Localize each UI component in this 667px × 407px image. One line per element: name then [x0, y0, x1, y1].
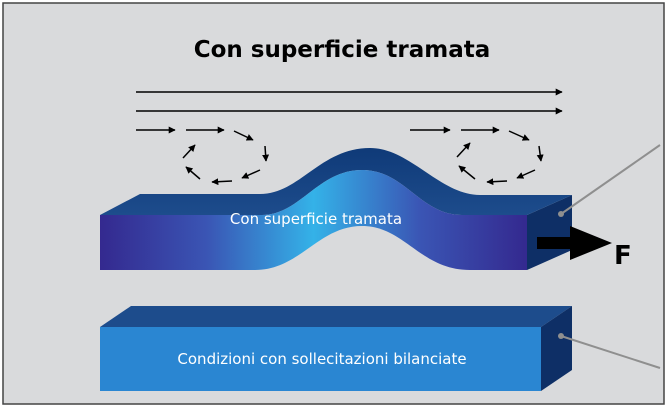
vortex-arrow	[185, 166, 201, 180]
vortex-arrow	[456, 142, 471, 158]
vortex-arrow	[516, 169, 536, 179]
textured-slab-label: Con superficie tramata	[230, 210, 402, 228]
left-vortex-arrows	[136, 126, 270, 186]
force-arrow-head	[570, 226, 612, 260]
textured-slab-top	[100, 148, 572, 215]
leader-dot-textured	[558, 211, 564, 217]
balanced-slab-label: Condizioni con sollecitazioni bilanciate	[177, 350, 466, 368]
vortex-arrow	[486, 178, 508, 186]
leader-lines	[558, 144, 661, 369]
balanced-slab-top	[100, 306, 572, 327]
force-arrow-shaft	[537, 237, 575, 249]
leader-dot-balanced	[558, 333, 564, 339]
right-vortex-arrows	[410, 126, 544, 186]
balanced-slab: Condizioni con sollecitazioni bilanciate	[100, 306, 572, 391]
diagram-title: Con superficie tramata	[194, 37, 491, 63]
vortex-arrow	[262, 145, 270, 162]
leader-line-textured	[560, 144, 661, 215]
force-arrow: F	[537, 226, 632, 271]
flow-lines	[136, 88, 563, 115]
vortex-arrow	[536, 145, 544, 162]
leader-line-balanced	[560, 335, 661, 369]
vortex-arrow	[182, 144, 196, 159]
force-label: F	[614, 241, 632, 271]
vortex-arrow	[508, 130, 530, 141]
balanced-slab-side	[541, 306, 572, 391]
vortex-arrow	[458, 165, 476, 180]
vortex-arrow	[241, 169, 261, 179]
balanced-slab-front	[100, 327, 541, 391]
textured-slab-front	[100, 170, 527, 270]
vortex-arrow	[211, 178, 233, 186]
vortex-arrow	[233, 130, 254, 141]
